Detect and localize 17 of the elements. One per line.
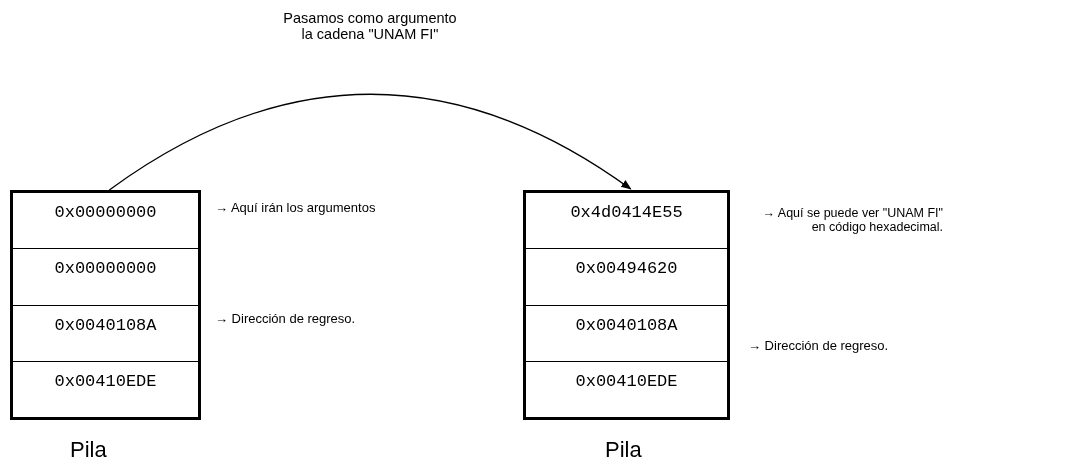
stack-cell: 0x00000000 <box>13 193 198 250</box>
stack-cell: 0x4d0414E55 <box>526 193 727 250</box>
stack-cell: 0x00000000 <box>13 249 198 306</box>
stack-box <box>523 190 730 420</box>
annotation-text: → Dirección de regreso. <box>215 311 357 326</box>
annotation-text: → Dirección de regreso. <box>748 338 890 353</box>
curved-arrow <box>108 93 632 191</box>
stack-box <box>10 190 201 420</box>
annotation-text: → Aquí irán los argumentos <box>215 200 377 215</box>
stack-cell: 0x00410EDE <box>13 361 198 418</box>
stack-caption: Pila <box>70 437 107 463</box>
stack-caption: Pila <box>605 437 642 463</box>
stack-cell: 0x0040108A <box>13 305 198 362</box>
stack-cell: 0x0040108A <box>526 305 727 362</box>
annotation-text: → Aquí se puede ver "UNAM FI" en código hexadecimal. <box>761 206 943 234</box>
stack-cell: 0x00494620 <box>526 249 727 306</box>
stack-cell: 0x00410EDE <box>526 361 727 418</box>
